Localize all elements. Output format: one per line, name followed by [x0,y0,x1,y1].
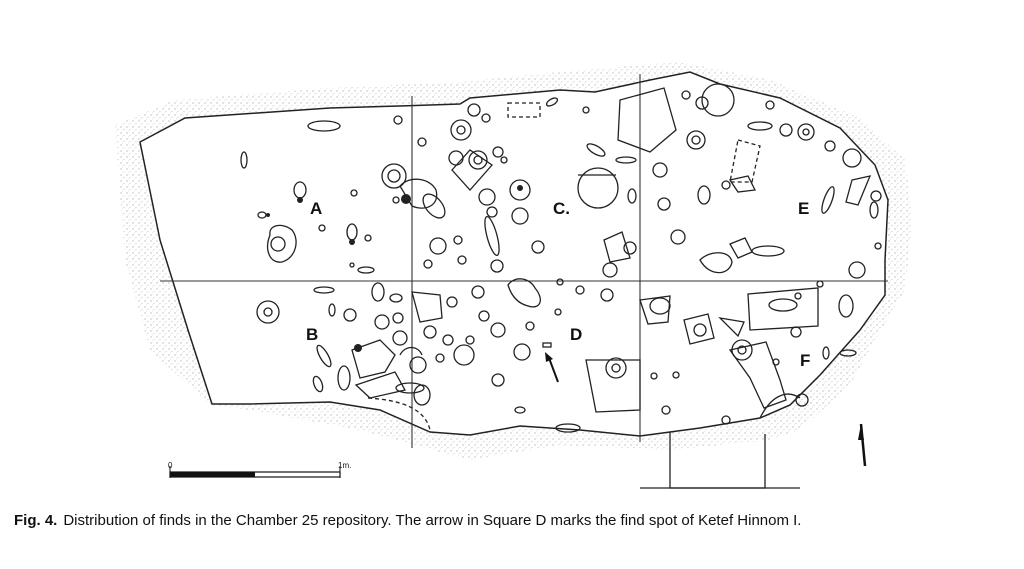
figure-caption: Fig. 4. Distribution of finds in the Cham… [14,512,1014,529]
finds-square-e [652,83,882,318]
square-label-c: C. [553,199,570,218]
finds-square-b [256,282,454,406]
square-label-e: E [798,199,809,218]
find-spot-arrow [542,342,559,383]
finds-square-c [381,87,677,286]
square-label-b: B [306,325,318,344]
scale-label-end: 1m. [338,461,351,470]
scale-label-start: 0 [168,461,173,470]
square-label-f: F [800,351,810,370]
square-label-d: D [570,325,582,344]
finds-square-d [446,278,671,433]
finds-square-a [240,115,403,274]
figure-label: Fig. 4. [14,512,58,529]
entrance-structure [367,393,801,489]
figure-caption-text: Distribution of finds in the Chamber 25 … [63,512,802,529]
finds-square-f [661,287,857,425]
north-arrow [858,423,867,467]
square-label-a: A [310,199,322,218]
chamber-outline [139,71,889,437]
scale-bar [169,466,341,478]
chamber-plan: A B C. D E F 0 1m. [115,62,912,489]
